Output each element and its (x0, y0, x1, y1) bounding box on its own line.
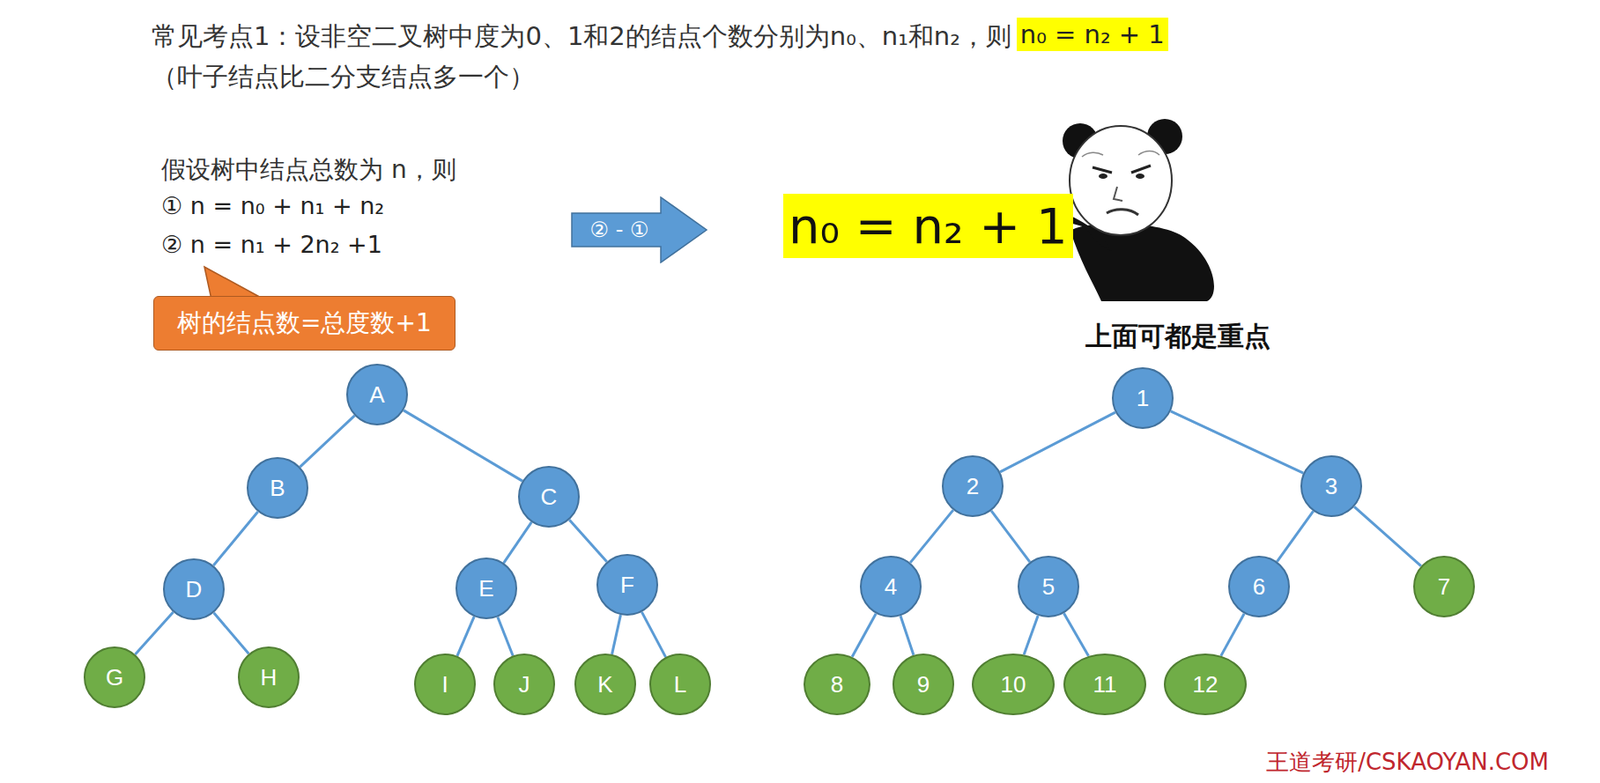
equation-line: ① n = n₀ + n₁ + n₂ (161, 192, 385, 220)
tree-edge (1221, 614, 1245, 657)
node-text: I (441, 671, 448, 699)
tree-edge (403, 410, 523, 482)
tree-edge (1170, 411, 1304, 474)
node-text: 5 (1042, 573, 1055, 601)
slide-title: 常见考点1：设非空二叉树中度为0、1和2的结点个数分别为n₀、n₁和n₂，则 (151, 19, 1012, 55)
tree-edge (851, 614, 876, 658)
tree-edge (134, 612, 173, 655)
tree-edge (1354, 506, 1422, 566)
tree-node: C (518, 466, 580, 528)
node-text: C (540, 483, 558, 512)
node-text: D (185, 576, 203, 604)
meme-caption: 上面可都是重点 (1085, 318, 1271, 356)
subtitle-note: （叶子结点比二分支结点多一个） (151, 59, 535, 96)
leaf-node: L (649, 653, 712, 716)
highlight-box: n₀ = n₂ + 1 (1016, 17, 1169, 52)
node-text: 树的结点数=总度数+1 (177, 308, 432, 338)
node-text: F (620, 571, 635, 600)
node-text: n₀ = n₂ + 1 (788, 197, 1068, 255)
derivation-line: 假设树中结点总数为 n，则 (161, 153, 457, 187)
tree-edge (1063, 613, 1089, 657)
leaf-node: 9 (892, 653, 955, 716)
tree-edge (910, 510, 954, 563)
node-text: ② - ① (590, 217, 650, 243)
tree-node: 6 (1228, 555, 1290, 618)
leaf-node: H (237, 646, 300, 709)
leaf-node: J (493, 653, 556, 716)
tree-edge (1023, 615, 1038, 655)
node-text: 11 (1093, 671, 1118, 699)
arrow-outline (571, 197, 707, 263)
tree-edge (497, 617, 513, 657)
node-text: 2 (966, 473, 979, 501)
tree-edge (612, 614, 622, 655)
tree-node: 1 (1111, 367, 1174, 430)
node-text: 8 (830, 671, 844, 699)
node-text: A (369, 381, 385, 409)
tree-edge (300, 415, 356, 467)
node-text: E (478, 575, 494, 603)
callout-box: 树的结点数=总度数+1 (153, 296, 456, 351)
tree-edge (214, 613, 250, 655)
tree-edge (457, 616, 475, 657)
tree-edge (213, 511, 258, 566)
tree-node: 3 (1300, 455, 1363, 518)
tree-edge (1000, 412, 1116, 473)
leaf-node: 8 (803, 653, 871, 716)
block-arrow: ② - ① (570, 196, 709, 264)
tree-node: B (246, 457, 309, 519)
node-text: 3 (1325, 473, 1338, 501)
leaf-node: 10 (971, 653, 1055, 716)
tree-edge (991, 511, 1030, 563)
node-text: 6 (1252, 573, 1266, 601)
tree-edge (900, 615, 914, 656)
tree-edge (569, 519, 607, 563)
tree-node: 5 (1017, 555, 1080, 618)
watermark: 王道考研/CSKAOYAN.COM (1266, 747, 1549, 778)
node-text: 10 (1000, 671, 1027, 699)
leaf-node: G (83, 646, 146, 709)
leaf-node: 11 (1063, 653, 1147, 716)
node-text: n₀ = n₂ + 1 (1020, 19, 1165, 50)
tree-node: 2 (941, 455, 1004, 518)
leaf-node: 12 (1163, 653, 1247, 716)
node-text: 12 (1192, 671, 1219, 699)
node-text: K (597, 671, 613, 699)
tree-edge (1276, 511, 1313, 562)
tree-edge (503, 522, 533, 563)
tree-node: D (162, 558, 225, 621)
tree-node: F (596, 554, 659, 616)
leaf-node: K (574, 653, 637, 716)
node-text: 7 (1437, 573, 1451, 601)
node-text: B (269, 474, 285, 503)
node-text: H (260, 664, 278, 692)
highlight-formula: n₀ = n₂ + 1 (783, 193, 1074, 259)
node-text: G (105, 664, 124, 692)
tree-node: A (346, 363, 408, 426)
node-text: 1 (1136, 385, 1149, 413)
node-text: 4 (884, 573, 897, 601)
tree-node: E (455, 557, 518, 620)
node-text: J (518, 671, 531, 699)
callout-pointer (204, 266, 265, 300)
tree-node: 4 (859, 555, 922, 618)
node-text: 9 (917, 671, 930, 699)
leaf-node: 7 (1413, 555, 1475, 618)
tree-edge (641, 612, 666, 658)
node-text: L (674, 671, 687, 699)
leaf-node: I (414, 653, 476, 716)
equation-line: ② n = n₁ + 2n₂ +1 (161, 230, 383, 259)
